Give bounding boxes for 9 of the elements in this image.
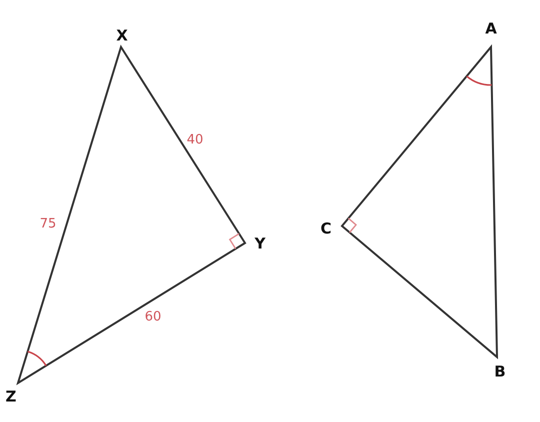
- vertex-label: C: [320, 222, 332, 236]
- vertex-label: Z: [6, 390, 16, 404]
- side-length: 60: [144, 310, 162, 324]
- vertex-label: Y: [254, 236, 266, 252]
- vertex-label: B: [494, 364, 506, 380]
- vertex-label: A: [485, 22, 497, 36]
- side-length: 40: [186, 134, 204, 146]
- vertex-label: X: [116, 28, 128, 44]
- side-length: 75: [40, 218, 56, 230]
